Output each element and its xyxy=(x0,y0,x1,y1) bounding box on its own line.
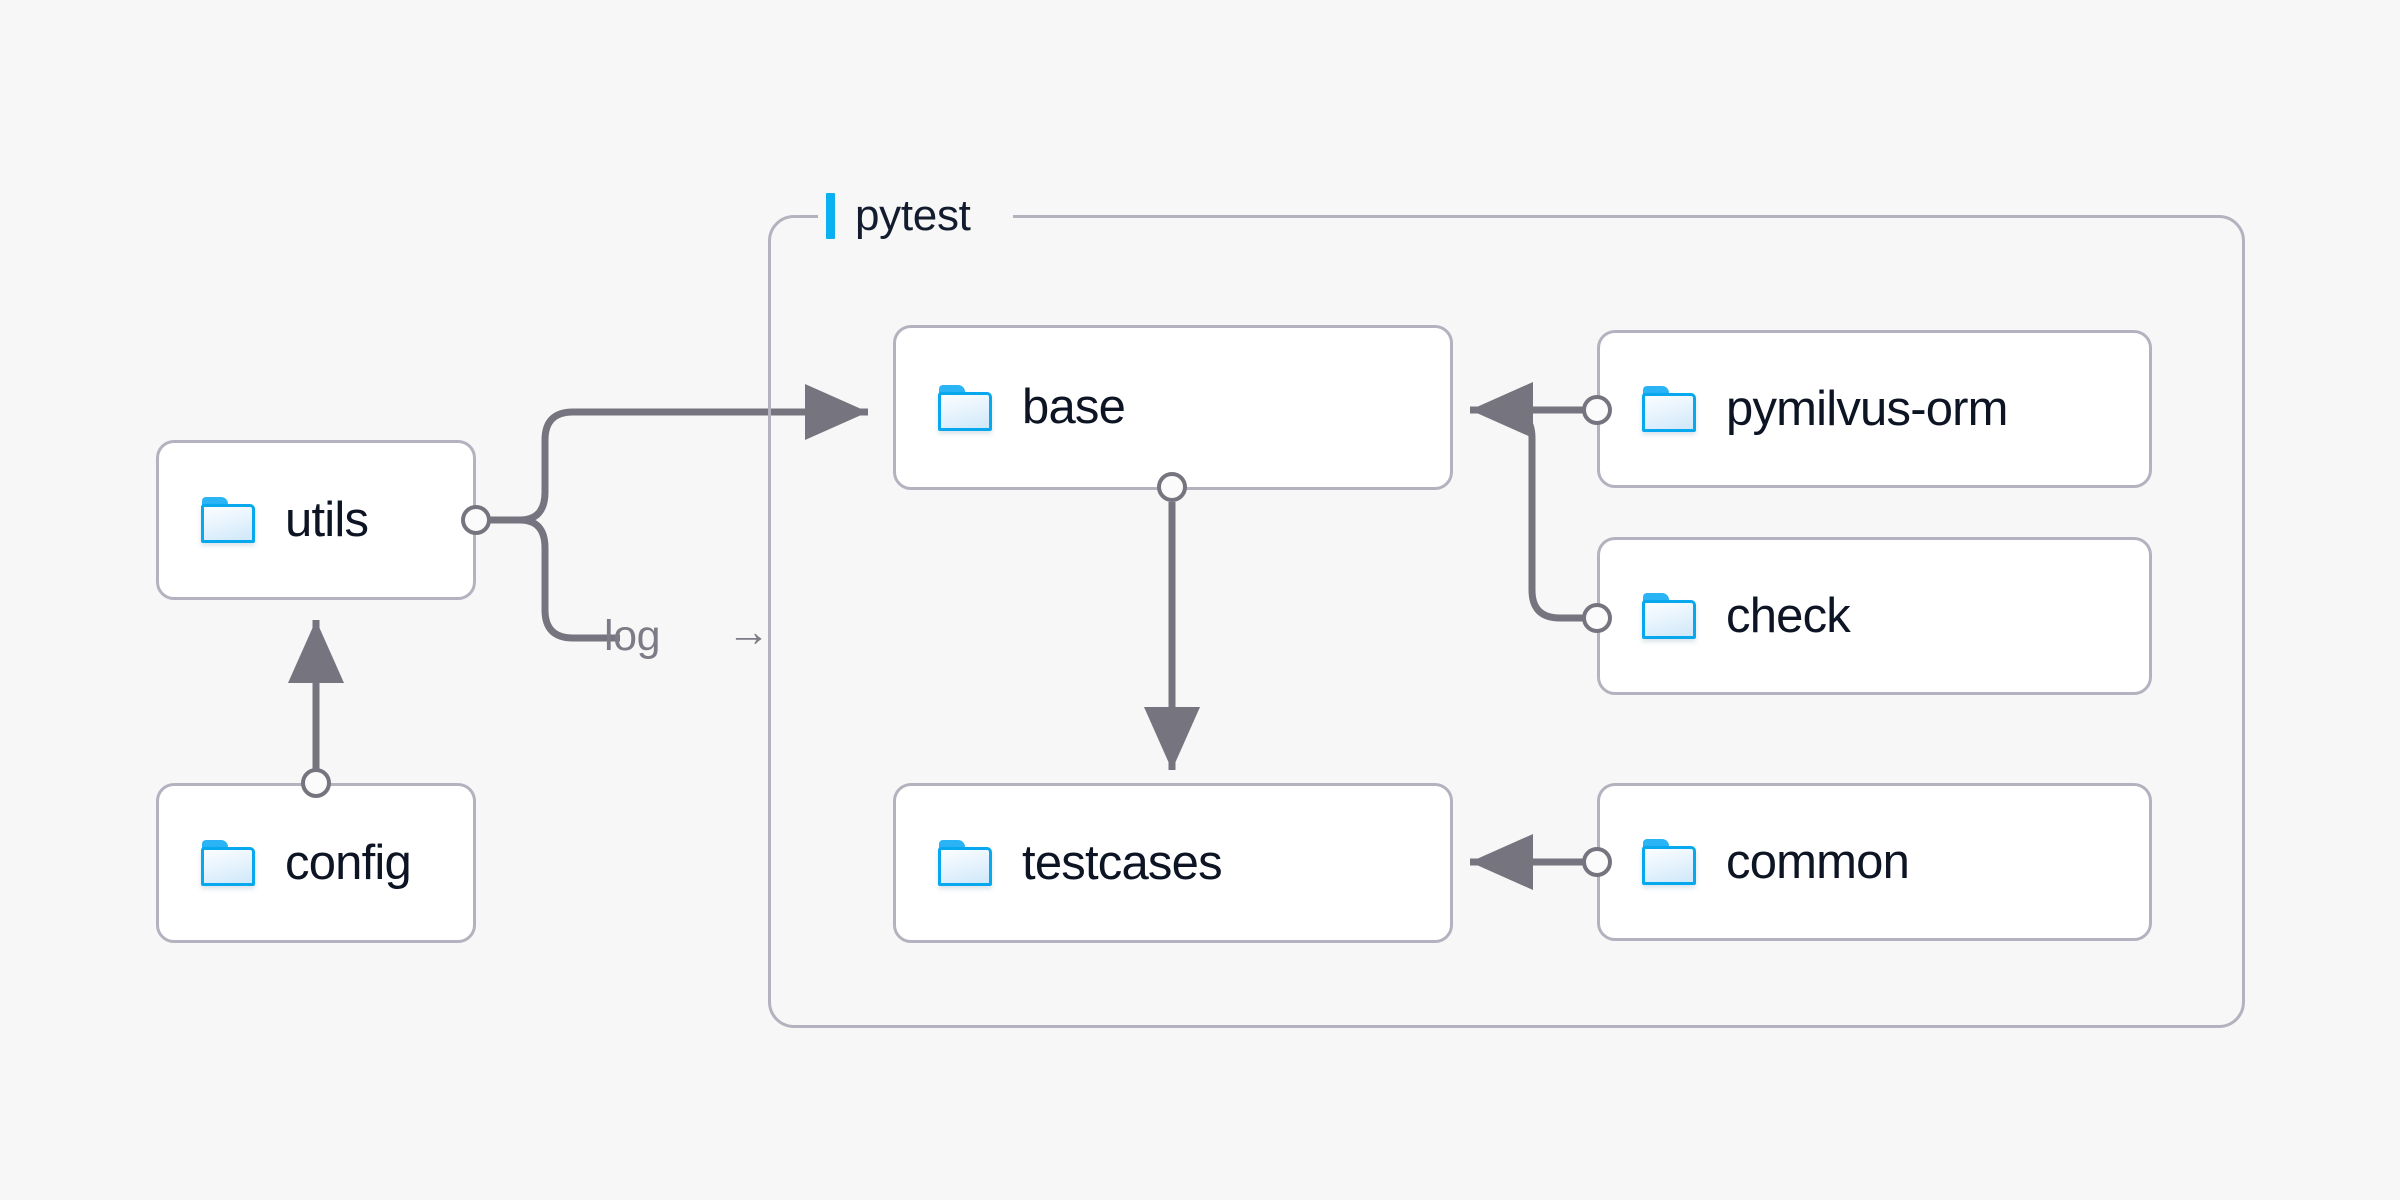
port-pymilvus-orm-left[interactable] xyxy=(1582,395,1612,425)
node-label-config: config xyxy=(285,835,412,890)
node-testcases[interactable]: testcases xyxy=(893,783,1453,943)
folder-icon xyxy=(1642,839,1696,885)
node-base[interactable]: base xyxy=(893,325,1453,490)
folder-icon xyxy=(938,384,992,431)
port-utils-right[interactable] xyxy=(461,505,491,535)
node-label-common: common xyxy=(1726,834,1910,889)
node-check[interactable]: check xyxy=(1597,537,2152,695)
node-label-utils: utils xyxy=(285,492,369,547)
edge-label-log: log xyxy=(604,612,661,660)
node-utils[interactable]: utils xyxy=(156,440,476,600)
node-label-check: check xyxy=(1726,588,1851,643)
group-title-backdrop xyxy=(818,195,1013,237)
node-common[interactable]: common xyxy=(1597,783,2152,941)
port-config-top[interactable] xyxy=(301,768,331,798)
folder-icon xyxy=(1642,386,1696,432)
accent-bar-icon xyxy=(826,193,835,239)
port-common-left[interactable] xyxy=(1582,847,1612,877)
node-label-testcases: testcases xyxy=(1022,835,1223,890)
folder-icon xyxy=(201,497,255,543)
node-config[interactable]: config xyxy=(156,783,476,943)
port-check-left[interactable] xyxy=(1582,603,1612,633)
node-label-base: base xyxy=(1022,380,1126,434)
node-label-pymilvus-orm: pymilvus-orm xyxy=(1726,381,2009,436)
node-pymilvus-orm[interactable]: pymilvus-orm xyxy=(1597,330,2152,488)
group-title-label: pytest xyxy=(855,191,971,240)
pytest-group-title: pytest xyxy=(826,186,971,246)
edge-label-log-arrow-icon: → xyxy=(727,608,770,656)
folder-icon xyxy=(938,840,992,886)
folder-icon xyxy=(201,840,255,886)
folder-icon xyxy=(1642,593,1696,639)
pytest-group-container xyxy=(768,215,2245,1028)
port-base-bottom[interactable] xyxy=(1157,472,1187,502)
